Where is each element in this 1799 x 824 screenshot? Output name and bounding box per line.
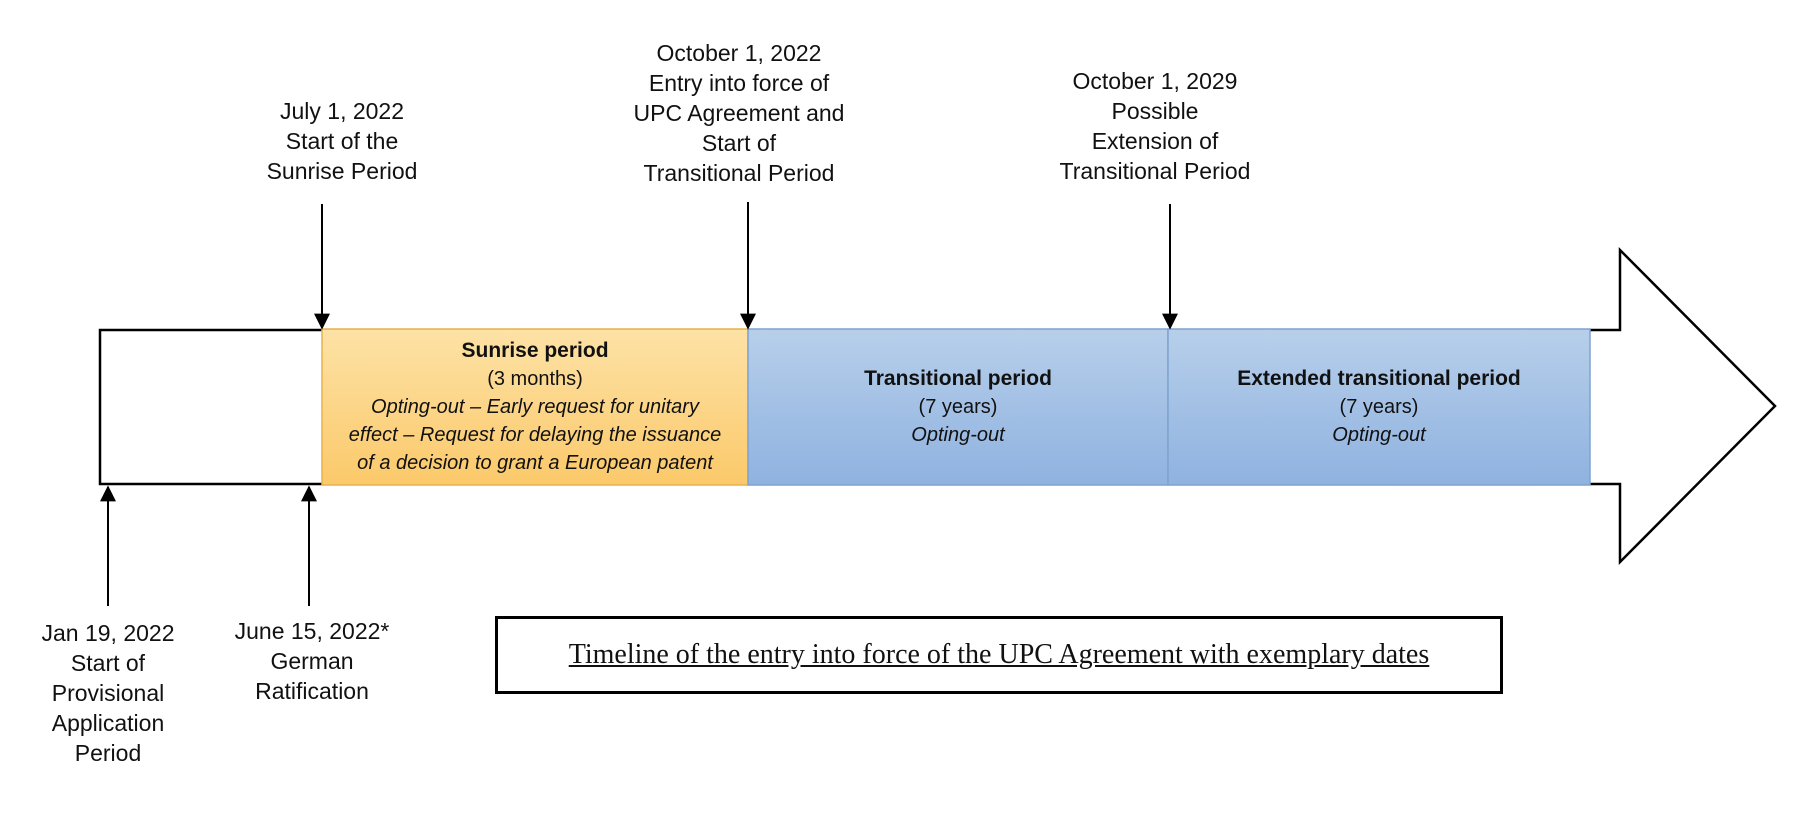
label-provisional-start: Jan 19, 2022 Start of Provisional Applic… (28, 618, 188, 768)
segment-duration: (7 years) (918, 396, 998, 418)
extended-segment (1167, 328, 1591, 486)
label-line: October 1, 2029 (1072, 68, 1238, 94)
segment-description: effect – Request for delaying the issuan… (348, 424, 722, 446)
segment-description: Opting-out (1332, 424, 1426, 446)
segment-duration: (7 years) (1339, 396, 1419, 418)
label-line: Start of (701, 130, 777, 156)
caption-box: Timeline of the entry into force of the … (495, 616, 1503, 694)
label-german-ratification: June 15, 2022* German Ratification (222, 616, 402, 706)
label-line: Start of (70, 650, 146, 676)
label-line: Ratification (255, 678, 369, 704)
label-line: Start of the (285, 128, 399, 154)
segment-description: Opting-out – Early request for unitary (371, 396, 699, 418)
caption-text: Timeline of the entry into force of the … (568, 639, 1430, 670)
label-line: Extension of (1091, 128, 1219, 154)
transitional-segment (747, 328, 1169, 486)
label-line: July 1, 2022 (279, 98, 405, 124)
segment-duration: (3 months) (487, 368, 583, 390)
segment-description: Opting-out (911, 424, 1005, 446)
label-line: Period (74, 740, 142, 766)
label-line: German (270, 648, 354, 674)
segment-title: Sunrise period (461, 339, 609, 362)
label-line: Sunrise Period (266, 158, 418, 184)
label-entry-into-force: October 1, 2022 Entry into force of UPC … (614, 38, 864, 188)
transitional-segment-text: Transitional period (7 years) Opting-out (748, 329, 1168, 485)
segment-description: of a decision to grant a European patent (357, 452, 713, 474)
label-line: Jan 19, 2022 (41, 620, 175, 646)
sunrise-segment (321, 328, 749, 486)
extended-segment-text: Extended transitional period (7 years) O… (1168, 329, 1590, 485)
label-line: Transitional Period (1059, 158, 1251, 184)
label-line: Application (51, 710, 165, 736)
label-line: June 15, 2022* (234, 618, 390, 644)
label-line: Provisional (51, 680, 165, 706)
segment-title: Extended transitional period (1237, 367, 1521, 390)
segment-title: Transitional period (864, 367, 1052, 390)
label-line: UPC Agreement and (633, 100, 845, 126)
label-sunrise-start: July 1, 2022 Start of the Sunrise Period (222, 96, 462, 186)
sunrise-segment-text: Sunrise period (3 months) Opting-out – E… (322, 329, 748, 485)
label-line: Transitional Period (643, 160, 835, 186)
label-possible-extension: October 1, 2029 Possible Extension of Tr… (1030, 66, 1280, 186)
label-line: October 1, 2022 (656, 40, 822, 66)
label-line: Possible (1111, 98, 1199, 124)
label-line: Entry into force of (648, 70, 830, 96)
